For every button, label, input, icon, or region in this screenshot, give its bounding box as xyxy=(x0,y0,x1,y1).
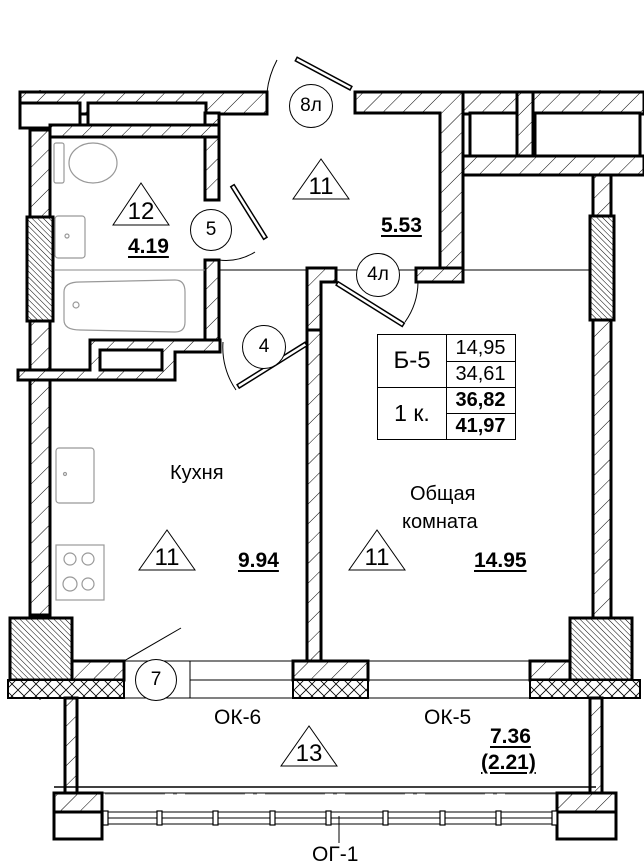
finish-code-kitchen: 11 xyxy=(138,529,196,571)
door-mark-living-room: 4л xyxy=(356,253,400,297)
door-mark-balcony: 7 xyxy=(135,659,177,701)
triangle-icon xyxy=(138,529,196,571)
rooms-count: 1 к. xyxy=(394,399,430,426)
finish-code-bathroom: 12 xyxy=(112,182,170,226)
area-with-balcony-value: 41,97 xyxy=(455,414,506,437)
area-living-room: 14.95 xyxy=(474,549,527,572)
door-mark-bathroom: 5 xyxy=(190,209,232,251)
area-balcony: 7.36 xyxy=(490,725,531,748)
area-kitchen: 9.94 xyxy=(238,549,279,572)
door-mark-entrance: 8л xyxy=(289,84,333,128)
apartment-summary-table: Б-5 1 к. 14,95 34,61 36,82 41,97 xyxy=(377,334,516,440)
living-area-value: 14,95 xyxy=(455,336,506,359)
apartment-type: Б-5 xyxy=(393,347,431,374)
window-mark-living-room: ОК-5 xyxy=(424,706,472,729)
room-name-living-line1: Общая xyxy=(410,483,476,505)
triangle-icon xyxy=(280,725,338,767)
area-hallway: 5.53 xyxy=(381,214,422,237)
triangle-icon xyxy=(292,158,350,200)
window-mark-kitchen: ОК-6 xyxy=(214,706,262,729)
triangle-icon xyxy=(348,529,406,571)
area-without-balcony-value: 34,61 xyxy=(455,362,506,385)
triangle-icon xyxy=(112,182,170,226)
finish-code-balcony: 13 xyxy=(280,725,338,767)
finish-code-hallway: 11 xyxy=(292,158,350,200)
room-name-living-line2: комната xyxy=(402,511,478,533)
room-name-kitchen: Кухня xyxy=(170,462,224,484)
area-total-value: 36,82 xyxy=(455,388,506,411)
finish-code-living-room: 11 xyxy=(348,529,406,571)
area-balcony-reduced: (2.21) xyxy=(481,751,536,774)
bottom-axis-label: ОГ-1 xyxy=(312,843,359,866)
area-bathroom: 4.19 xyxy=(128,235,169,258)
door-mark-kitchen: 4 xyxy=(242,325,286,369)
